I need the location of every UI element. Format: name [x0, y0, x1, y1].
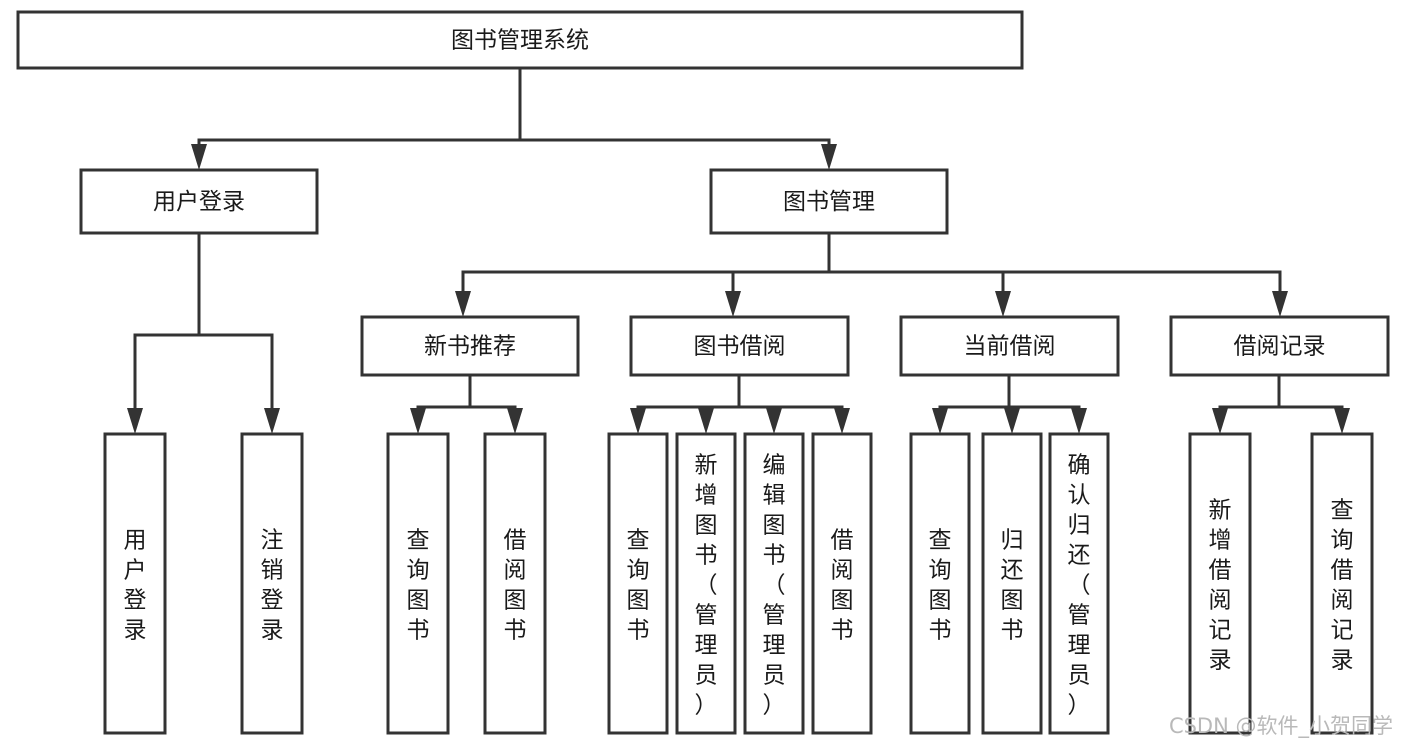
leaf-node-box[interactable]: [909, 432, 971, 735]
leaf-node-2[interactable]: 查询图书: [386, 432, 450, 735]
leaf-node-label: 查询图书: [627, 528, 650, 644]
leaf-node-label: 归还图书: [1001, 528, 1024, 644]
level3-3-to-leaves-arrow-0: [1212, 408, 1228, 434]
level3-node-3[interactable]: 借阅记录: [1169, 315, 1390, 377]
leaf-node-box[interactable]: [240, 432, 304, 735]
level3-2-to-leaves-arrow-0: [932, 408, 948, 434]
leaf-node-label: 新增图书（管理员）: [695, 453, 718, 719]
csdn-watermark: CSDN @软件_小贺同学: [1169, 714, 1393, 739]
root-node-box[interactable]: [16, 10, 1024, 70]
leaf-node-0[interactable]: 用户登录: [103, 432, 167, 735]
level3-node-box[interactable]: [629, 315, 850, 377]
book-mgmt-to-level3-arrow-0: [455, 291, 471, 317]
root-node-label: 图书管理系统: [451, 28, 589, 54]
level3-node-label: 图书借阅: [694, 334, 786, 360]
leaf-node-label: 查询借阅记录: [1331, 498, 1354, 674]
root-to-level2-arrow-0: [191, 144, 207, 170]
leaf-node-box[interactable]: [675, 432, 737, 735]
level3-node-label: 当前借阅: [964, 334, 1056, 360]
leaf-node-label: 查询图书: [929, 528, 952, 644]
leaf-node-11[interactable]: 新增借阅记录: [1188, 432, 1252, 735]
leaf-node-box[interactable]: [743, 432, 805, 735]
user-login-to-leaves-arrow-1: [264, 408, 280, 434]
user-login-to-leaves-arrow-0: [127, 408, 143, 434]
level3-node-label: 借阅记录: [1234, 334, 1326, 360]
level3-1-to-leaves-arrow-3: [834, 408, 850, 434]
node-layer: 图书管理系统用户登录图书管理新书推荐图书借阅当前借阅借阅记录用户登录注销登录查询…: [16, 10, 1390, 735]
level3-2-to-leaves-arrow-2: [1071, 408, 1087, 434]
level3-node-1[interactable]: 图书借阅: [629, 315, 850, 377]
leaf-node-box[interactable]: [607, 432, 669, 735]
level3-2-to-leaves-arrow-1: [1004, 408, 1020, 434]
level3-1-to-leaves-arrow-0: [630, 408, 646, 434]
leaf-node-label: 查询图书: [407, 528, 430, 644]
book-mgmt-to-level3-arrow-1: [725, 291, 741, 317]
level3-0-to-leaves-arrow-0: [410, 408, 426, 434]
leaf-node-8[interactable]: 查询图书: [909, 432, 971, 735]
level2-node-1[interactable]: 图书管理: [709, 168, 949, 235]
leaf-node-10[interactable]: 确认归还（管理员）: [1048, 432, 1110, 735]
leaf-node-label: 注销登录: [261, 528, 284, 644]
level3-0-to-leaves-arrow-1: [507, 408, 523, 434]
leaf-node-box[interactable]: [103, 432, 167, 735]
level2-node-0[interactable]: 用户登录: [79, 168, 319, 235]
leaf-node-box[interactable]: [981, 432, 1043, 735]
level3-node-0[interactable]: 新书推荐: [360, 315, 580, 377]
level2-node-label: 用户登录: [153, 189, 245, 215]
book-mgmt-to-level3-arrow-2: [995, 291, 1011, 317]
leaf-node-label: 确认归还（管理员）: [1068, 453, 1091, 719]
level3-1-to-leaves-arrow-2: [766, 408, 782, 434]
leaf-node-9[interactable]: 归还图书: [981, 432, 1043, 735]
level3-node-label: 新书推荐: [424, 334, 516, 360]
leaf-node-4[interactable]: 查询图书: [607, 432, 669, 735]
leaf-node-label: 用户登录: [124, 528, 147, 644]
leaf-node-box[interactable]: [1310, 432, 1374, 735]
level3-1-to-leaves-arrow-1: [698, 408, 714, 434]
leaf-node-1[interactable]: 注销登录: [240, 432, 304, 735]
level3-node-2[interactable]: 当前借阅: [899, 315, 1120, 377]
leaf-node-label: 新增借阅记录: [1209, 498, 1232, 674]
level3-node-box[interactable]: [360, 315, 580, 377]
leaf-node-box[interactable]: [1188, 432, 1252, 735]
level3-node-box[interactable]: [1169, 315, 1390, 377]
leaf-node-5[interactable]: 新增图书（管理员）: [675, 432, 737, 735]
leaf-node-label: 借阅图书: [831, 528, 854, 644]
leaf-node-box[interactable]: [1048, 432, 1110, 735]
book-mgmt-to-level3-arrow-3: [1272, 291, 1288, 317]
leaf-node-3[interactable]: 借阅图书: [483, 432, 547, 735]
leaf-node-label: 借阅图书: [504, 528, 527, 644]
leaf-node-box[interactable]: [483, 432, 547, 735]
leaf-node-box[interactable]: [811, 432, 873, 735]
level2-node-box[interactable]: [709, 168, 949, 235]
level3-3-to-leaves-arrow-1: [1334, 408, 1350, 434]
connector-layer: [127, 66, 1350, 434]
root-node[interactable]: 图书管理系统: [16, 10, 1024, 70]
leaf-node-12[interactable]: 查询借阅记录: [1310, 432, 1374, 735]
leaf-node-box[interactable]: [386, 432, 450, 735]
leaf-node-6[interactable]: 编辑图书（管理员）: [743, 432, 805, 735]
level3-node-box[interactable]: [899, 315, 1120, 377]
leaf-node-label: 编辑图书（管理员）: [763, 453, 786, 719]
leaf-node-7[interactable]: 借阅图书: [811, 432, 873, 735]
level2-node-box[interactable]: [79, 168, 319, 235]
root-to-level2-arrow-1: [821, 144, 837, 170]
level2-node-label: 图书管理: [783, 189, 875, 215]
